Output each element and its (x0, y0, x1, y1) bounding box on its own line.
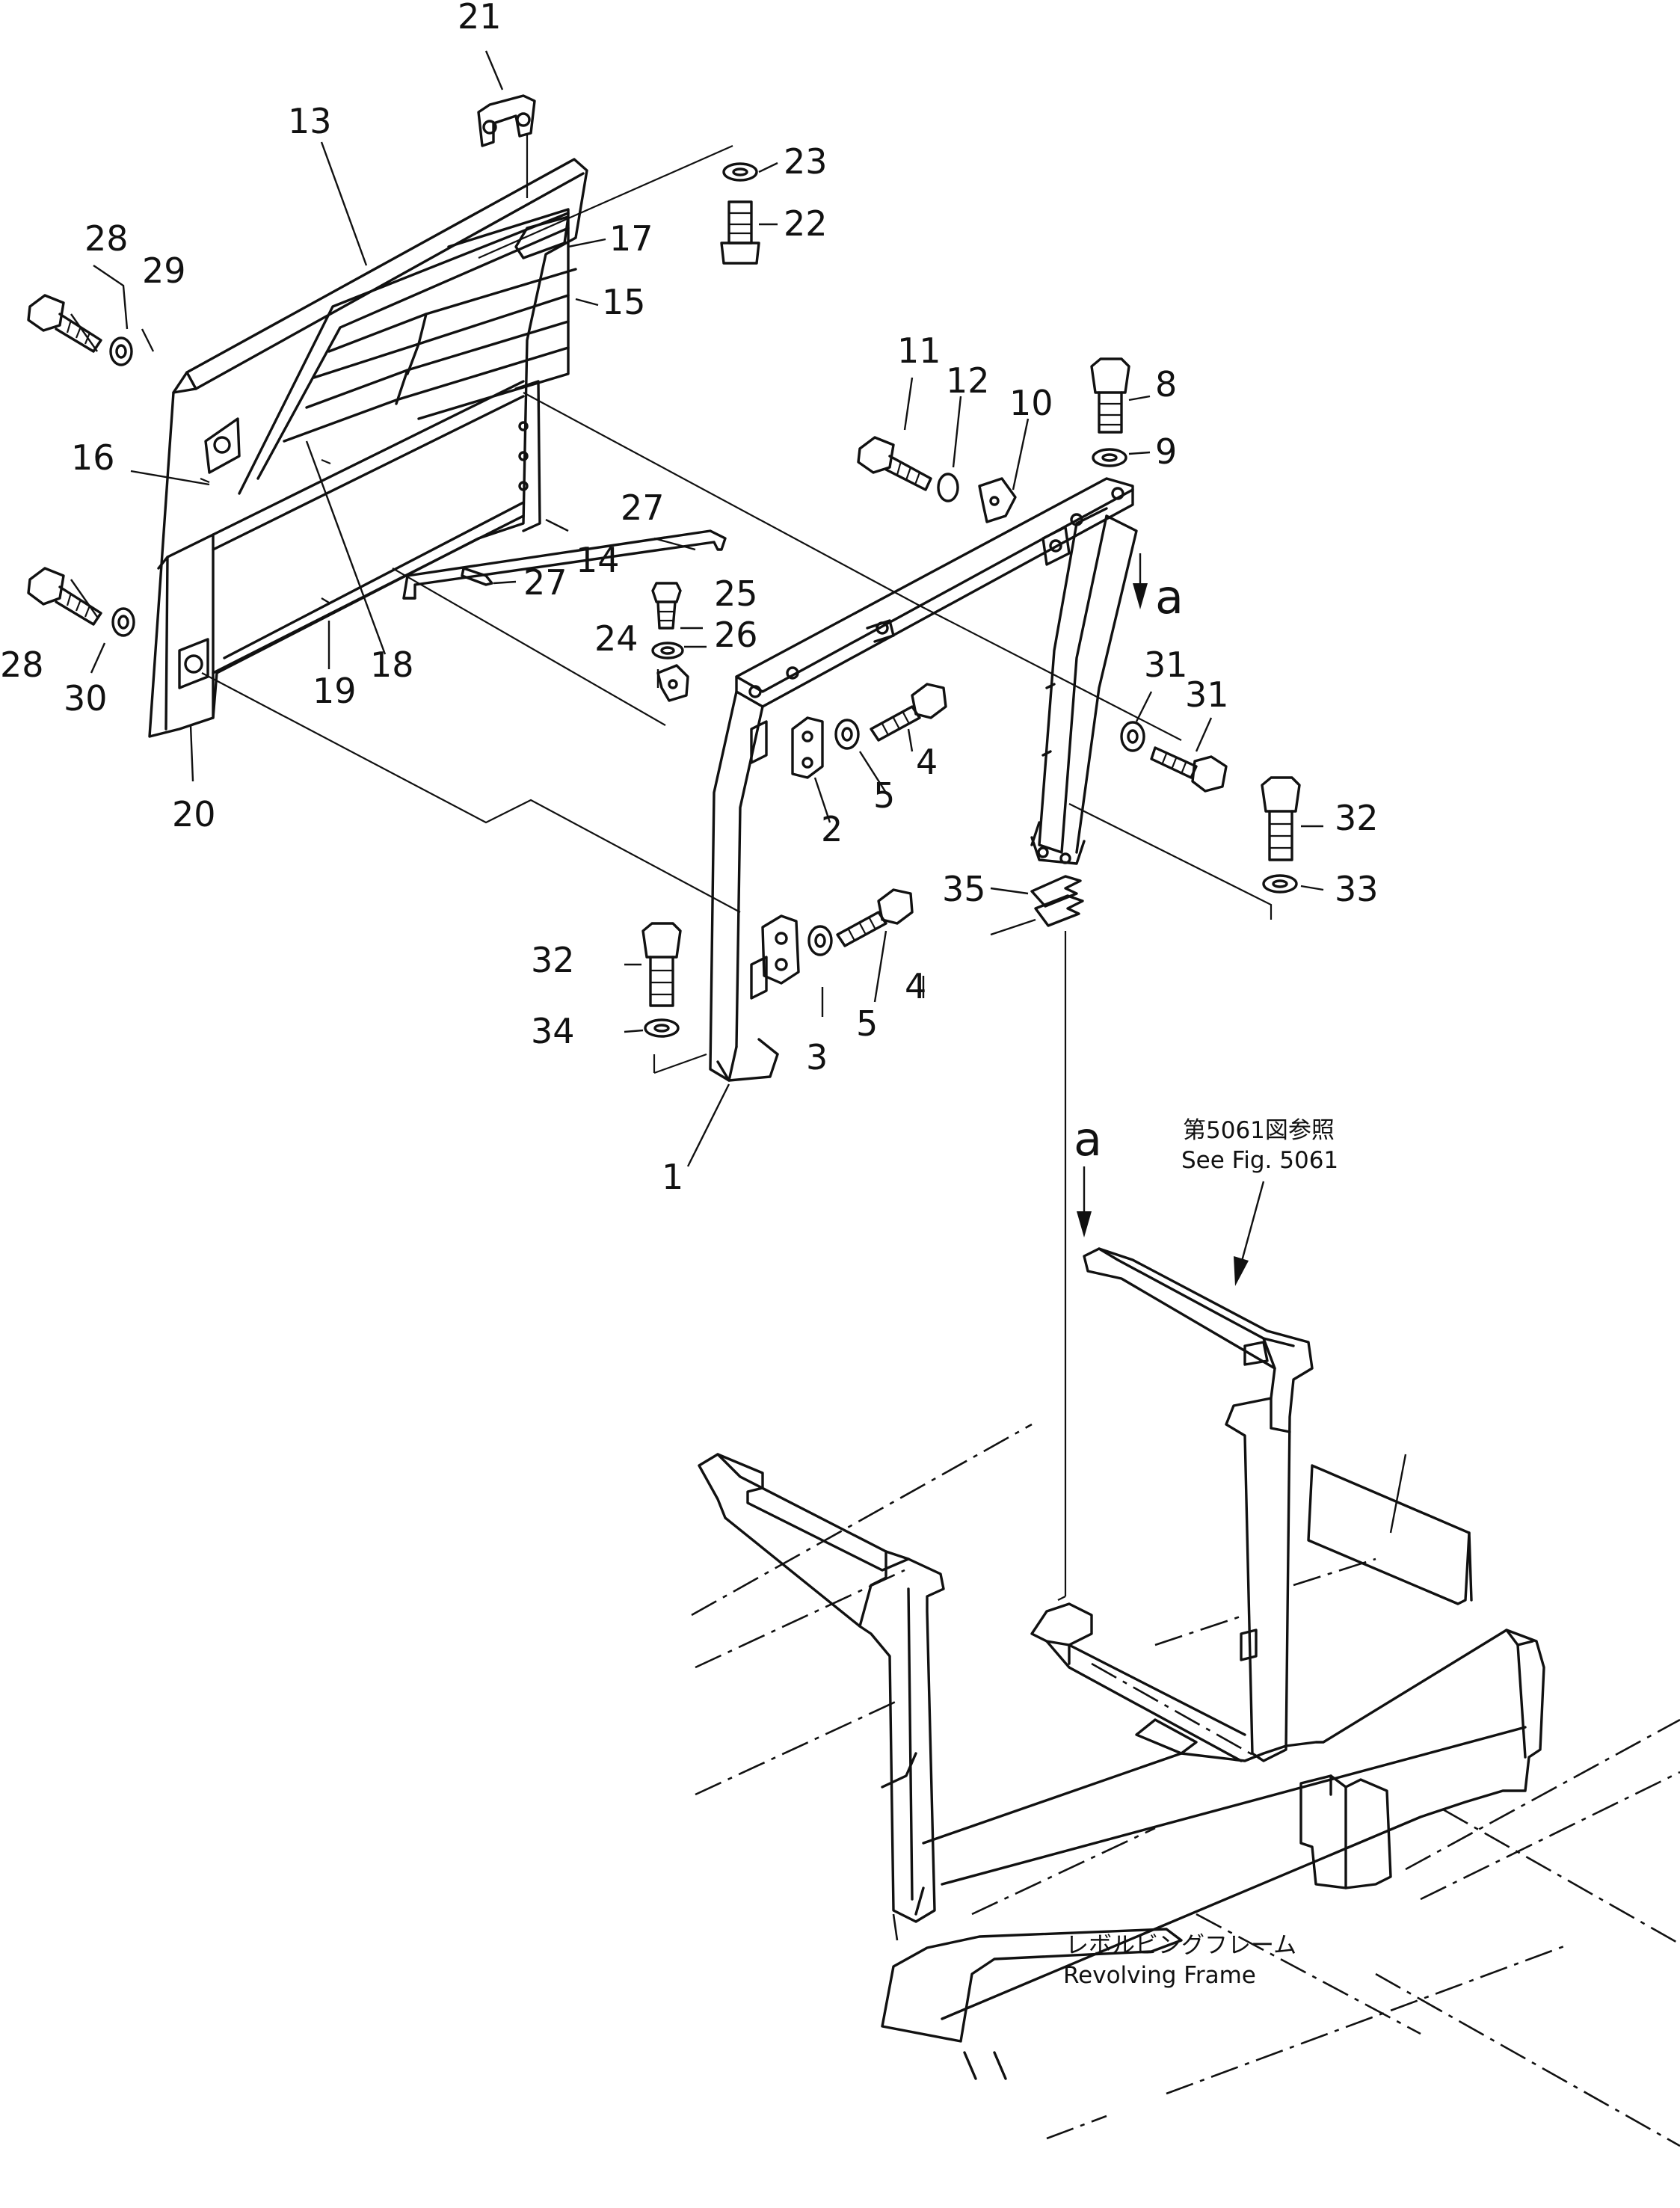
label-2: 2 (821, 809, 843, 849)
label-32-right: 33 (1335, 869, 1379, 909)
bolt-4a (870, 683, 947, 742)
arrow-label-a-lower: a (1074, 1112, 1102, 1166)
bolt-23 (651, 582, 689, 702)
label-28-lower: 30 (64, 678, 108, 719)
label-6: 8 (1155, 364, 1177, 405)
plate-2 (791, 716, 824, 779)
arrow-a-lower (1077, 1166, 1092, 1237)
label-31-left: 32 (531, 940, 575, 980)
bolt-31-left (641, 922, 682, 1038)
arrow-a-upper (1133, 553, 1148, 609)
frame-jp: レボルビングフレーム (1065, 1932, 1296, 1959)
arrow-label-a-upper: a (1155, 570, 1184, 624)
cover-panel (148, 158, 588, 738)
label-8: 10 (1009, 383, 1053, 423)
washer-5a (834, 719, 860, 750)
bolt-27-upper (27, 294, 133, 366)
handle-25 (402, 529, 727, 600)
bolt-31-right (1261, 776, 1301, 894)
hinge-19 (477, 94, 536, 147)
callout-labels: 21 13 23 22 17 15 28 29 16 14 27 27 25 2… (0, 0, 1379, 1197)
label-29: 31 (1185, 674, 1229, 715)
label-12: 14 (576, 540, 620, 580)
label-9: 11 (897, 330, 941, 371)
label-24: 26 (714, 615, 758, 655)
label-5-lower: 5 (856, 1003, 878, 1044)
leaders (70, 50, 1407, 1534)
bolt-9 (857, 436, 1017, 523)
notes: 第5061図参照 See Fig. 5061 レボルビングフレーム Revolv… (1063, 1117, 1338, 1989)
bolt-6 (1090, 357, 1130, 467)
label-13: 15 (602, 282, 646, 322)
label-27-lower: 28 (0, 645, 44, 685)
label-21: 23 (784, 141, 828, 182)
fig-ref-en: See Fig. 5061 (1181, 1147, 1338, 1174)
bolt-29 (1150, 746, 1228, 793)
label-33: 35 (942, 869, 986, 909)
pin-26 (461, 567, 493, 586)
label-20: 22 (784, 203, 828, 244)
label-5-upper: 5 (873, 775, 895, 816)
label-7: 9 (1155, 431, 1177, 472)
label-27-upper: 28 (84, 218, 129, 259)
label-1: 1 (662, 1157, 683, 1197)
label-23: 25 (714, 573, 758, 614)
frame-en: Revolving Frame (1063, 1962, 1256, 1989)
label-25: 27 (621, 488, 665, 528)
revolving-frame (698, 1247, 1545, 2080)
plate-3 (761, 914, 800, 985)
label-26: 27 (523, 562, 567, 603)
bolt-27-lower (27, 567, 135, 637)
label-28-upper: 29 (142, 250, 186, 291)
label-3: 3 (806, 1037, 828, 1077)
washer-30 (1120, 721, 1145, 752)
label-15: 17 (609, 218, 653, 259)
centerlines (691, 1423, 1680, 2147)
bolt-20-washer-21 (720, 162, 760, 265)
label-4-lower: 4 (905, 966, 926, 1006)
label-14: 16 (71, 437, 115, 478)
fig-ref-jp: 第5061図参照 (1183, 1117, 1335, 1144)
label-22: 24 (594, 618, 639, 659)
bolt-4b (836, 888, 914, 947)
label-10: 12 (946, 360, 990, 401)
main-frame (709, 477, 1138, 1082)
label-18: 20 (172, 794, 216, 834)
label-30: 31 (1144, 645, 1188, 685)
label-31-right: 32 (1335, 798, 1379, 838)
arrow-fig-ref (1234, 1181, 1265, 1286)
label-11: 13 (288, 101, 332, 141)
label-4-upper: 4 (916, 742, 938, 782)
label-16: 18 (370, 645, 414, 685)
assembly-lines (201, 135, 1273, 1601)
label-17: 19 (313, 671, 357, 711)
shims-33-34 (1030, 875, 1084, 927)
label-19: 21 (458, 0, 502, 37)
washer-5b (807, 925, 833, 956)
label-32-left: 34 (531, 1011, 575, 1051)
